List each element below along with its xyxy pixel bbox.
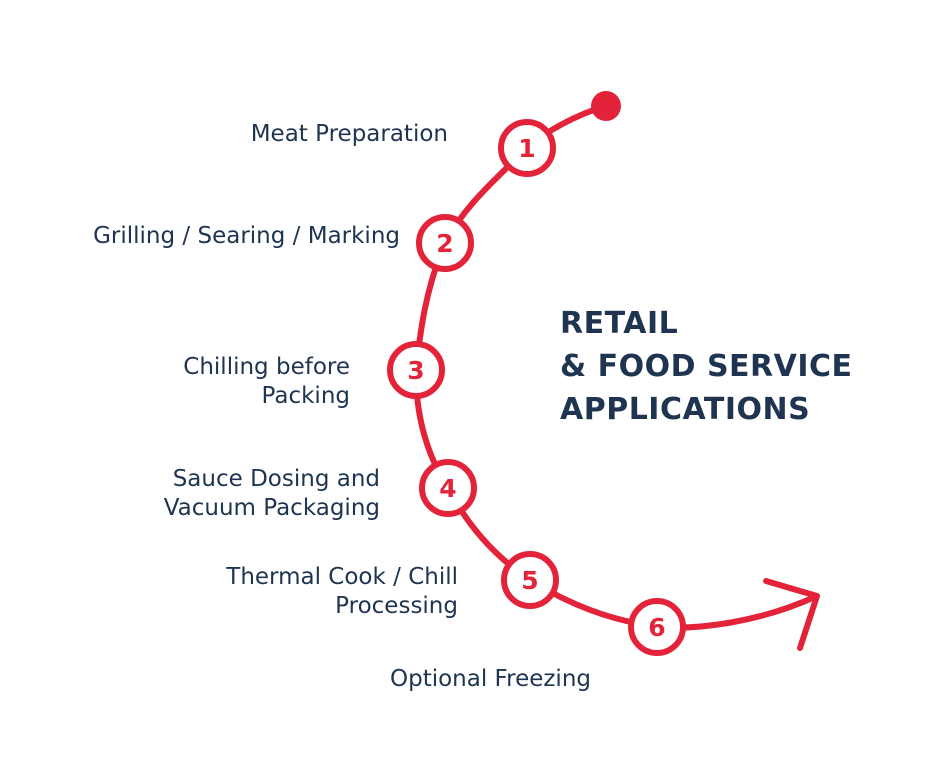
step-label-line: Processing (335, 593, 458, 619)
step-circle (387, 341, 445, 399)
step-number: 2 (436, 229, 453, 258)
step-number: 5 (521, 566, 538, 595)
diagram-title: RETAIL & FOOD SERVICE APPLICATIONS (560, 302, 853, 431)
step-label-line: Thermal Cook / Chill (226, 564, 458, 590)
step-label-4: Sauce Dosing and Vacuum Packaging (164, 465, 380, 523)
step-node-1: 1 (498, 119, 556, 177)
step-label-line: Optional Freezing (390, 666, 592, 692)
step-label-line: Meat Preparation (250, 121, 448, 147)
step-label-line: Packing (261, 383, 350, 409)
step-node-5: 5 (501, 551, 559, 609)
step-label-5: Thermal Cook / Chill Processing (226, 563, 458, 621)
step-circle (501, 551, 559, 609)
step-label-3: Chilling before Packing (183, 353, 350, 411)
step-label-6: Optional Freezing (390, 665, 591, 694)
step-label-line: Grilling / Searing / Marking (93, 223, 400, 249)
step-label-2: Grilling / Searing / Marking (93, 222, 400, 251)
step-number: 4 (439, 474, 456, 503)
step-label-line: Vacuum Packaging (163, 495, 380, 521)
title-line: RETAIL (560, 306, 679, 341)
step-node-2: 2 (416, 214, 474, 272)
step-circle (419, 459, 477, 517)
step-node-6: 6 (628, 598, 686, 656)
title-line: APPLICATIONS (560, 392, 811, 427)
step-label-line: Sauce Dosing and (172, 466, 380, 492)
step-label-line: Chilling before (183, 354, 350, 380)
step-node-4: 4 (419, 459, 477, 517)
step-number: 1 (518, 134, 535, 163)
step-circle (416, 214, 474, 272)
step-circle (498, 119, 556, 177)
step-number: 3 (407, 356, 424, 385)
arrow-head-icon (763, 578, 820, 651)
title-line: & FOOD SERVICE (560, 349, 853, 384)
step-circle (628, 598, 686, 656)
step-label-1: Meat Preparation (251, 120, 448, 149)
step-node-3: 3 (387, 341, 445, 399)
step-number: 6 (648, 613, 665, 642)
start-dot (591, 91, 621, 121)
